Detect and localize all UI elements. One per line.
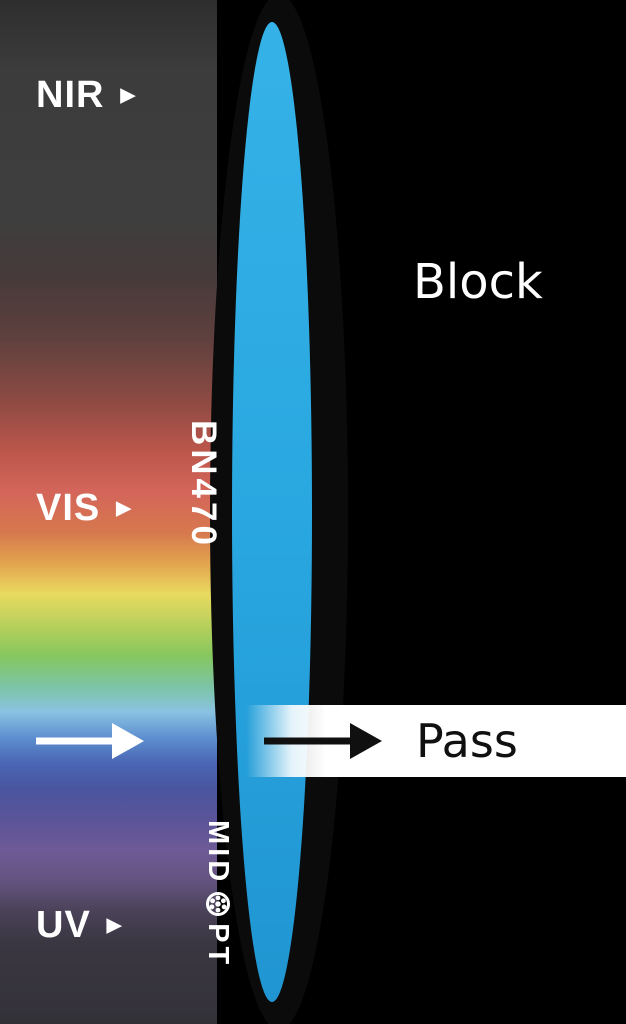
brand-prefix: MID [202, 820, 234, 886]
filter-glass [232, 22, 312, 1002]
nir-text: NIR [36, 74, 105, 116]
vis-arrowhead-icon: ▶ [116, 497, 132, 519]
vis-text: VIS [36, 487, 101, 529]
block-label: Block [413, 254, 543, 310]
nir-arrowhead-icon: ▶ [120, 84, 137, 106]
label-vis: VIS ▶ [36, 489, 132, 527]
pass-beam: Pass [246, 705, 626, 777]
uv-arrowhead-icon: ▶ [106, 914, 123, 936]
uv-text: UV [36, 904, 91, 946]
spectrum-gradient [0, 0, 217, 1024]
incoming-light-arrow-icon [36, 723, 144, 759]
filter-model-label: BN470 [184, 420, 223, 549]
label-uv: UV ▶ [36, 906, 122, 944]
aperture-logo-icon [206, 892, 230, 917]
brand-suffix: PT [202, 923, 234, 969]
transmitted-light-arrow-icon [264, 723, 382, 759]
label-nir: NIR ▶ [36, 76, 136, 114]
pass-label: Pass [416, 714, 518, 768]
brand-label: MID PT [202, 820, 234, 969]
